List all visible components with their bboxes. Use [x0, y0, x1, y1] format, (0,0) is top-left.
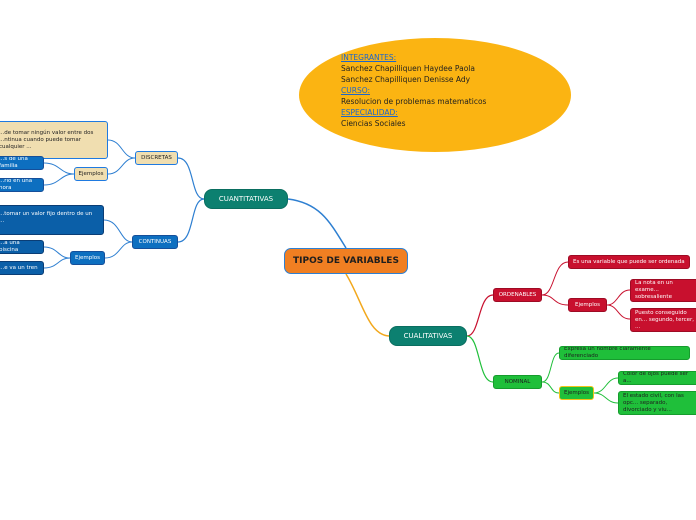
- nominal-example-1[interactable]: Color de ojos puede ser a...: [618, 371, 696, 385]
- link-ejemplos-c-ex1: [43, 246, 71, 259]
- link-ordenables-definition: [541, 261, 569, 296]
- link-continuas-ejemplos: [104, 241, 133, 259]
- nominal-example-2[interactable]: El estado civil, con las opc... separado…: [618, 391, 696, 415]
- continuas-ejemplos[interactable]: Ejemplos: [70, 251, 105, 265]
- link-ejemplos-c-ex2: [43, 257, 71, 269]
- especialidad-value: Ciencias Sociales: [341, 119, 406, 128]
- link-ejemplos-d-ex1: [43, 162, 75, 175]
- topic-nominal[interactable]: NOMINAL: [493, 375, 542, 389]
- curso-label: CURSO:: [341, 86, 370, 95]
- link-center-cualitativas: [345, 273, 390, 337]
- link-discretas-definition: [107, 139, 136, 159]
- central-topic[interactable]: TIPOS DE VARIABLES: [284, 248, 408, 274]
- nominal-ejemplos[interactable]: Ejemplos: [559, 386, 594, 400]
- member-1: Sanchez Chapilliquen Haydee Paola: [341, 64, 475, 73]
- topic-ordenables[interactable]: ORDENABLES: [493, 288, 542, 302]
- link-discretas-ejemplos: [107, 157, 136, 175]
- especialidad-label: ESPECIALIDAD:: [341, 108, 398, 117]
- link-ejemplos-o-ex1: [606, 289, 631, 306]
- nominal-definition[interactable]: Expresa un nombre claramente diferenciad…: [559, 346, 690, 360]
- member-2: Sanchez Chapilliquen Denisse Ady: [341, 75, 471, 84]
- discretas-definition[interactable]: ...de tomar ningún valor entre dos ...nt…: [0, 121, 108, 159]
- integrantes-label: INTEGRANTES:: [341, 53, 397, 62]
- discretas-ejemplos[interactable]: Ejemplos: [74, 167, 108, 181]
- discretas-example-2[interactable]: ...rio en una hora: [0, 178, 44, 192]
- link-ejemplos-n-ex1: [593, 377, 619, 394]
- link-cuantitativas-continuas: [177, 198, 205, 243]
- topic-cuantitativas[interactable]: CUANTITATIVAS: [204, 189, 288, 209]
- link-ejemplos-o-ex2: [606, 304, 631, 320]
- continuas-example-2[interactable]: ...e va un tren: [0, 261, 44, 275]
- link-cuantitativas-discretas: [177, 157, 205, 200]
- topic-discretas[interactable]: DISCRETAS: [135, 151, 178, 165]
- link-nominal-definition: [541, 352, 560, 383]
- link-nominal-ejemplos: [541, 381, 560, 394]
- topic-continuas[interactable]: CONTINUAS: [132, 235, 178, 249]
- ordenables-example-1[interactable]: La nota en un exame... sobresaliente: [630, 279, 696, 302]
- link-continuas-definition: [103, 219, 133, 243]
- discretas-example-1[interactable]: ...s de una familia: [0, 156, 44, 170]
- link-cualitativas-ordenables: [466, 294, 494, 337]
- link-ejemplos-d-ex2: [43, 173, 75, 186]
- info-ellipse[interactable]: [299, 38, 571, 152]
- ordenables-example-2[interactable]: Puesto conseguido en... segundo, tercer,…: [630, 308, 696, 332]
- continuas-example-1[interactable]: ...a una piscina: [0, 240, 44, 254]
- link-cualitativas-nominal: [466, 335, 494, 383]
- info-text: INTEGRANTES: Sanchez Chapilliquen Haydee…: [341, 52, 551, 129]
- ordenables-ejemplos[interactable]: Ejemplos: [568, 298, 607, 312]
- ordenables-definition[interactable]: Es una variable que puede ser ordenada: [568, 255, 690, 269]
- curso-value: Resolucion de problemas matematicos: [341, 97, 487, 106]
- link-ordenables-ejemplos: [541, 294, 569, 306]
- continuas-definition[interactable]: ...tomar un valor fijo dentro de un ...: [0, 205, 104, 235]
- link-center-cuantitativas: [287, 198, 347, 249]
- link-ejemplos-n-ex2: [593, 392, 619, 404]
- topic-cualitativas[interactable]: CUALITATIVAS: [389, 326, 467, 346]
